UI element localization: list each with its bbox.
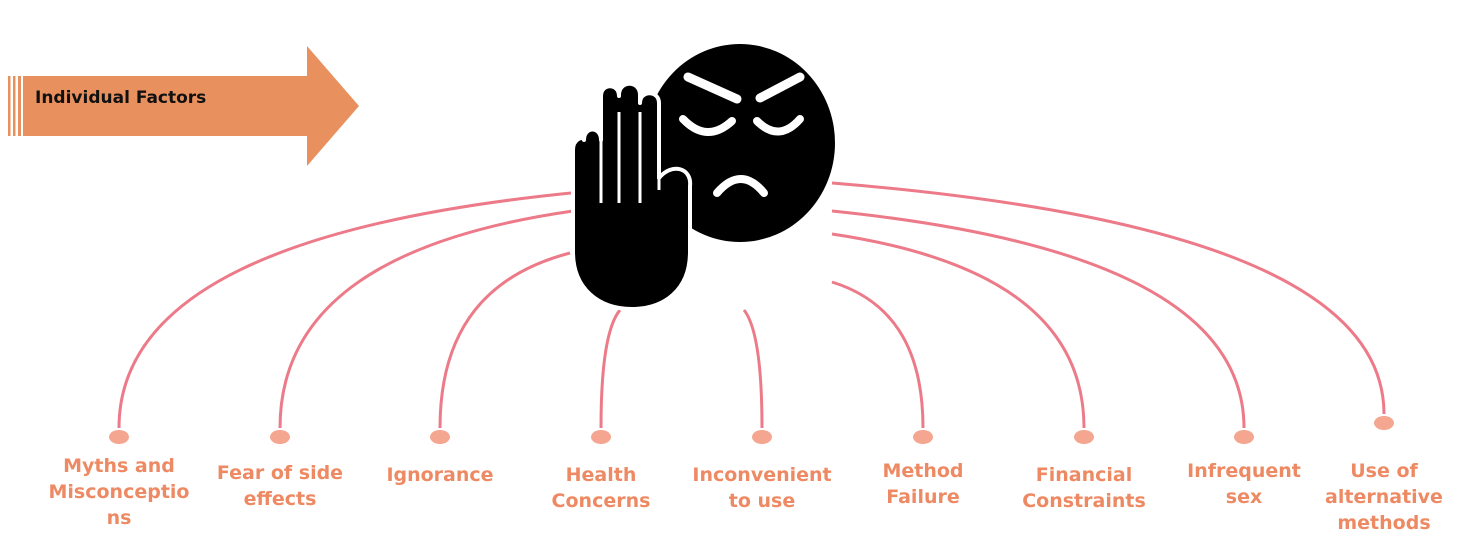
factor-label: Fear of side effects bbox=[216, 462, 344, 510]
banner-label: Individual Factors bbox=[35, 88, 207, 108]
banner-stripe bbox=[18, 76, 21, 136]
connector-line bbox=[831, 181, 1386, 415]
connector-line bbox=[438, 251, 571, 429]
factor-dot bbox=[1074, 430, 1094, 444]
factor-dot bbox=[752, 430, 772, 444]
frown-mouth-icon bbox=[713, 175, 768, 197]
factor-label: Inconvenient to use bbox=[692, 464, 832, 512]
factor-dot bbox=[913, 430, 933, 444]
finger-gap-icon bbox=[599, 112, 661, 203]
frustrated-face-with-stop-hand-icon bbox=[571, 44, 835, 311]
connector-line bbox=[117, 191, 572, 429]
factor-label: Myths and Misconceptio ns bbox=[48, 455, 190, 529]
factor-dot bbox=[270, 430, 290, 444]
connector-line bbox=[742, 309, 764, 429]
banner-stripe bbox=[8, 76, 11, 136]
factor-dot bbox=[430, 430, 450, 444]
factor-label: Financial Constraints bbox=[1022, 464, 1146, 512]
factor-dot bbox=[591, 430, 611, 444]
connector-line bbox=[278, 209, 574, 429]
face-head-icon bbox=[645, 44, 835, 242]
factor-dot bbox=[109, 430, 129, 444]
left-eyebrow-icon bbox=[683, 72, 742, 104]
factor-label: Ignorance bbox=[386, 464, 494, 486]
factor-label: Health Concerns bbox=[551, 464, 651, 512]
connector-line bbox=[831, 232, 1086, 429]
connector-line bbox=[831, 209, 1246, 429]
right-eyebrow-icon bbox=[755, 72, 805, 103]
connector-lines bbox=[117, 181, 1386, 429]
factor-dots bbox=[109, 416, 1394, 444]
factor-dot bbox=[1234, 430, 1254, 444]
factor-dot bbox=[1374, 416, 1394, 430]
individual-factors-banner bbox=[8, 46, 359, 166]
banner-arrow-body bbox=[23, 46, 359, 166]
factor-label: Infrequent sex bbox=[1187, 460, 1301, 508]
right-eye-icon bbox=[753, 115, 804, 136]
factor-label: Method Failure bbox=[882, 460, 964, 508]
banner-stripe bbox=[13, 76, 16, 136]
factor-label: Use of alternative methods bbox=[1325, 460, 1443, 534]
connector-line bbox=[831, 280, 925, 429]
left-eye-icon bbox=[679, 115, 736, 136]
connector-line bbox=[599, 309, 622, 429]
